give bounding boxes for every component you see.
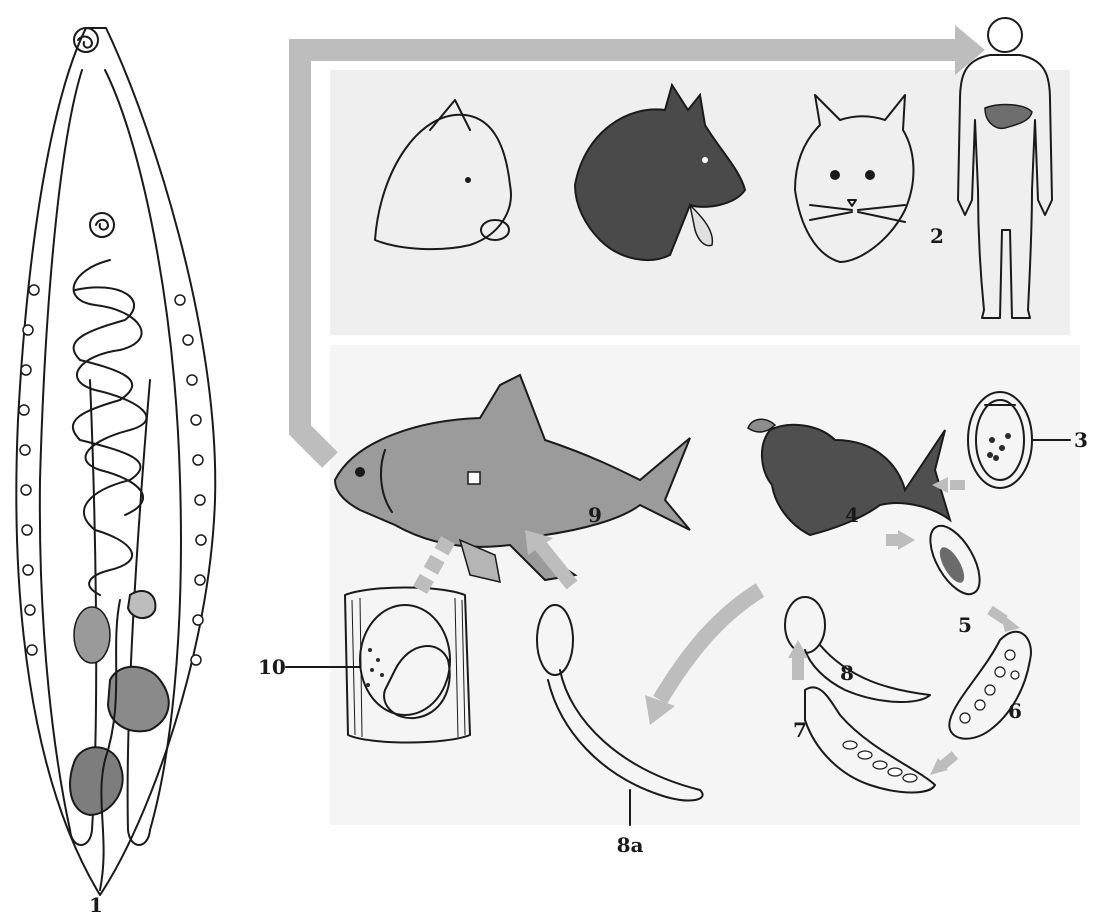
adult-fluke xyxy=(16,28,215,895)
label-8a: 8a xyxy=(617,833,644,857)
label-7: 7 xyxy=(793,718,807,742)
receptaculum xyxy=(128,591,155,618)
transmission-arrowhead xyxy=(955,25,985,75)
intermediate-hosts-panel xyxy=(330,345,1080,825)
label-5: 5 xyxy=(958,613,972,637)
label-4: 4 xyxy=(845,503,859,527)
testis-posterior xyxy=(70,747,123,815)
label-8: 8 xyxy=(840,661,854,685)
ovary xyxy=(74,607,110,663)
label-6: 6 xyxy=(1008,699,1022,723)
label-3: 3 xyxy=(1074,428,1088,452)
fish-muscle-sample-marker xyxy=(468,472,480,484)
label-1: 1 xyxy=(89,893,103,915)
label-2: 2 xyxy=(930,224,944,248)
label-10: 10 xyxy=(258,655,286,679)
label-9: 9 xyxy=(588,503,602,527)
